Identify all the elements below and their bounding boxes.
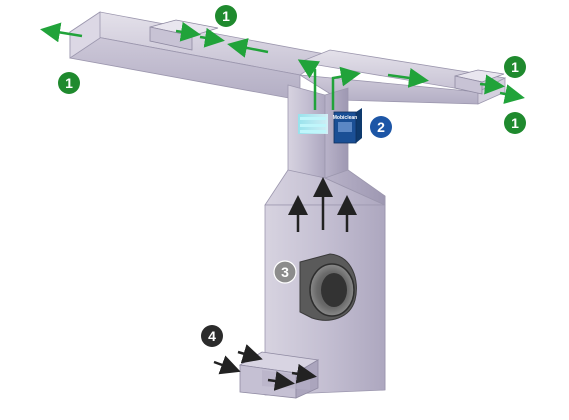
arrow-riser-up-left — [297, 59, 321, 110]
arrow-intake-inner-1 — [267, 371, 295, 391]
badge-2: 2 — [370, 116, 392, 138]
svg-text:3: 3 — [281, 264, 289, 280]
svg-text:2: 2 — [377, 119, 385, 135]
arrow-right-duct — [387, 68, 429, 88]
arrow-intake-in-1 — [237, 344, 263, 364]
badge-1-left: 1 — [58, 72, 80, 94]
return-arrows — [213, 177, 357, 391]
arrow-intake-inner-2 — [291, 363, 317, 384]
uv-lamp-tube-1 — [300, 117, 326, 120]
device-brand-label: Mobiclean — [333, 115, 357, 121]
uv-lamp-tube-2 — [300, 124, 326, 127]
arrow-right-outlet — [499, 84, 525, 104]
blower-fan — [299, 253, 357, 321]
uv-purifier-device: Mobiclean — [298, 108, 362, 144]
device-screen — [338, 122, 352, 132]
left-duct-end-cap — [69, 11, 101, 59]
badge-4: 4 — [201, 325, 223, 347]
badge-3: 3 — [273, 260, 297, 284]
supply-arrows — [40, 21, 525, 110]
fan-inlet-core — [321, 273, 347, 307]
svg-text:1: 1 — [65, 75, 73, 91]
arrow-riser-up-right — [331, 66, 361, 110]
svg-text:4: 4 — [208, 328, 216, 344]
top-duct — [68, 11, 507, 105]
badge-1-right-top: 1 — [504, 56, 526, 78]
arrow-intake-in-2 — [213, 355, 241, 375]
arrow-left-duct — [227, 38, 269, 58]
arrow-left-diffuser-b — [199, 27, 225, 48]
arrow-left-outlet — [40, 22, 83, 43]
device-box-side — [356, 108, 362, 143]
arrow-left-diffuser-a — [175, 21, 201, 42]
uv-lamp-tube-3 — [300, 130, 326, 133]
badge-1-top: 1 — [215, 5, 237, 27]
arrow-right-diffuser — [479, 74, 505, 95]
badge-1-right-bottom: 1 — [504, 112, 526, 134]
svg-text:1: 1 — [222, 8, 230, 24]
svg-text:1: 1 — [511, 115, 519, 131]
left-diffuser-front — [149, 26, 193, 51]
right-diffuser-front — [454, 75, 483, 95]
svg-text:1: 1 — [511, 59, 519, 75]
